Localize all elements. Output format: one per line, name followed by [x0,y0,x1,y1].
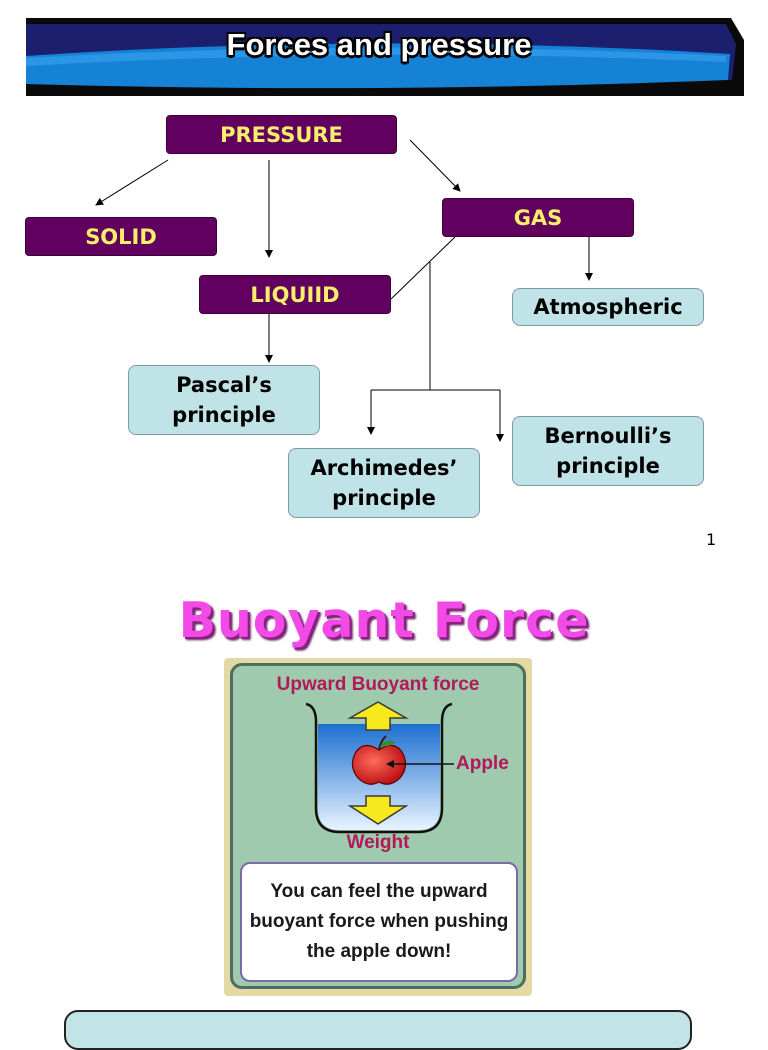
arrow-pressure-solid [95,159,169,206]
apple-icon [351,735,407,785]
title-banner [26,18,744,96]
downward-arrow-icon [347,795,409,825]
liquid-box: LIQUIID [199,275,391,314]
archimedes-label: Archimedes’ principle [310,456,458,510]
archimedes-box: Archimedes’ principle [288,448,480,518]
buoyant-force-title: Buoyant Force [178,592,590,649]
concept-map-connectors [95,139,593,442]
line-gas-liquid [389,236,456,301]
banner-title: Forces and pressure [226,27,532,62]
page-number: 1 [706,530,717,549]
caption-box: You can feel the upward buoyant force wh… [240,862,518,982]
atmospheric-box: Atmospheric [512,288,704,326]
caption-text: You can feel the upward buoyant force wh… [249,881,509,962]
upward-force-label: Upward Buoyant force [276,674,480,695]
pascal-box: Pascal’s principle [128,365,320,435]
gas-box: GAS [442,198,634,237]
pressure-box: PRESSURE [166,115,397,154]
bernoulli-box: Bernoulli’s principle [512,416,704,486]
pascal-label: Pascal’s principle [172,373,276,427]
apple-label: Apple [456,753,509,774]
upward-arrow-icon [347,701,409,731]
solid-box: SOLID [25,217,217,256]
arrow-pressure-gas [409,139,461,192]
beaker-icon [305,702,453,834]
weight-label: Weight [346,832,410,853]
bernoulli-label: Bernoulli’s principle [544,424,672,478]
bottom-panel [64,1010,692,1050]
beaker-illustration [305,701,454,834]
